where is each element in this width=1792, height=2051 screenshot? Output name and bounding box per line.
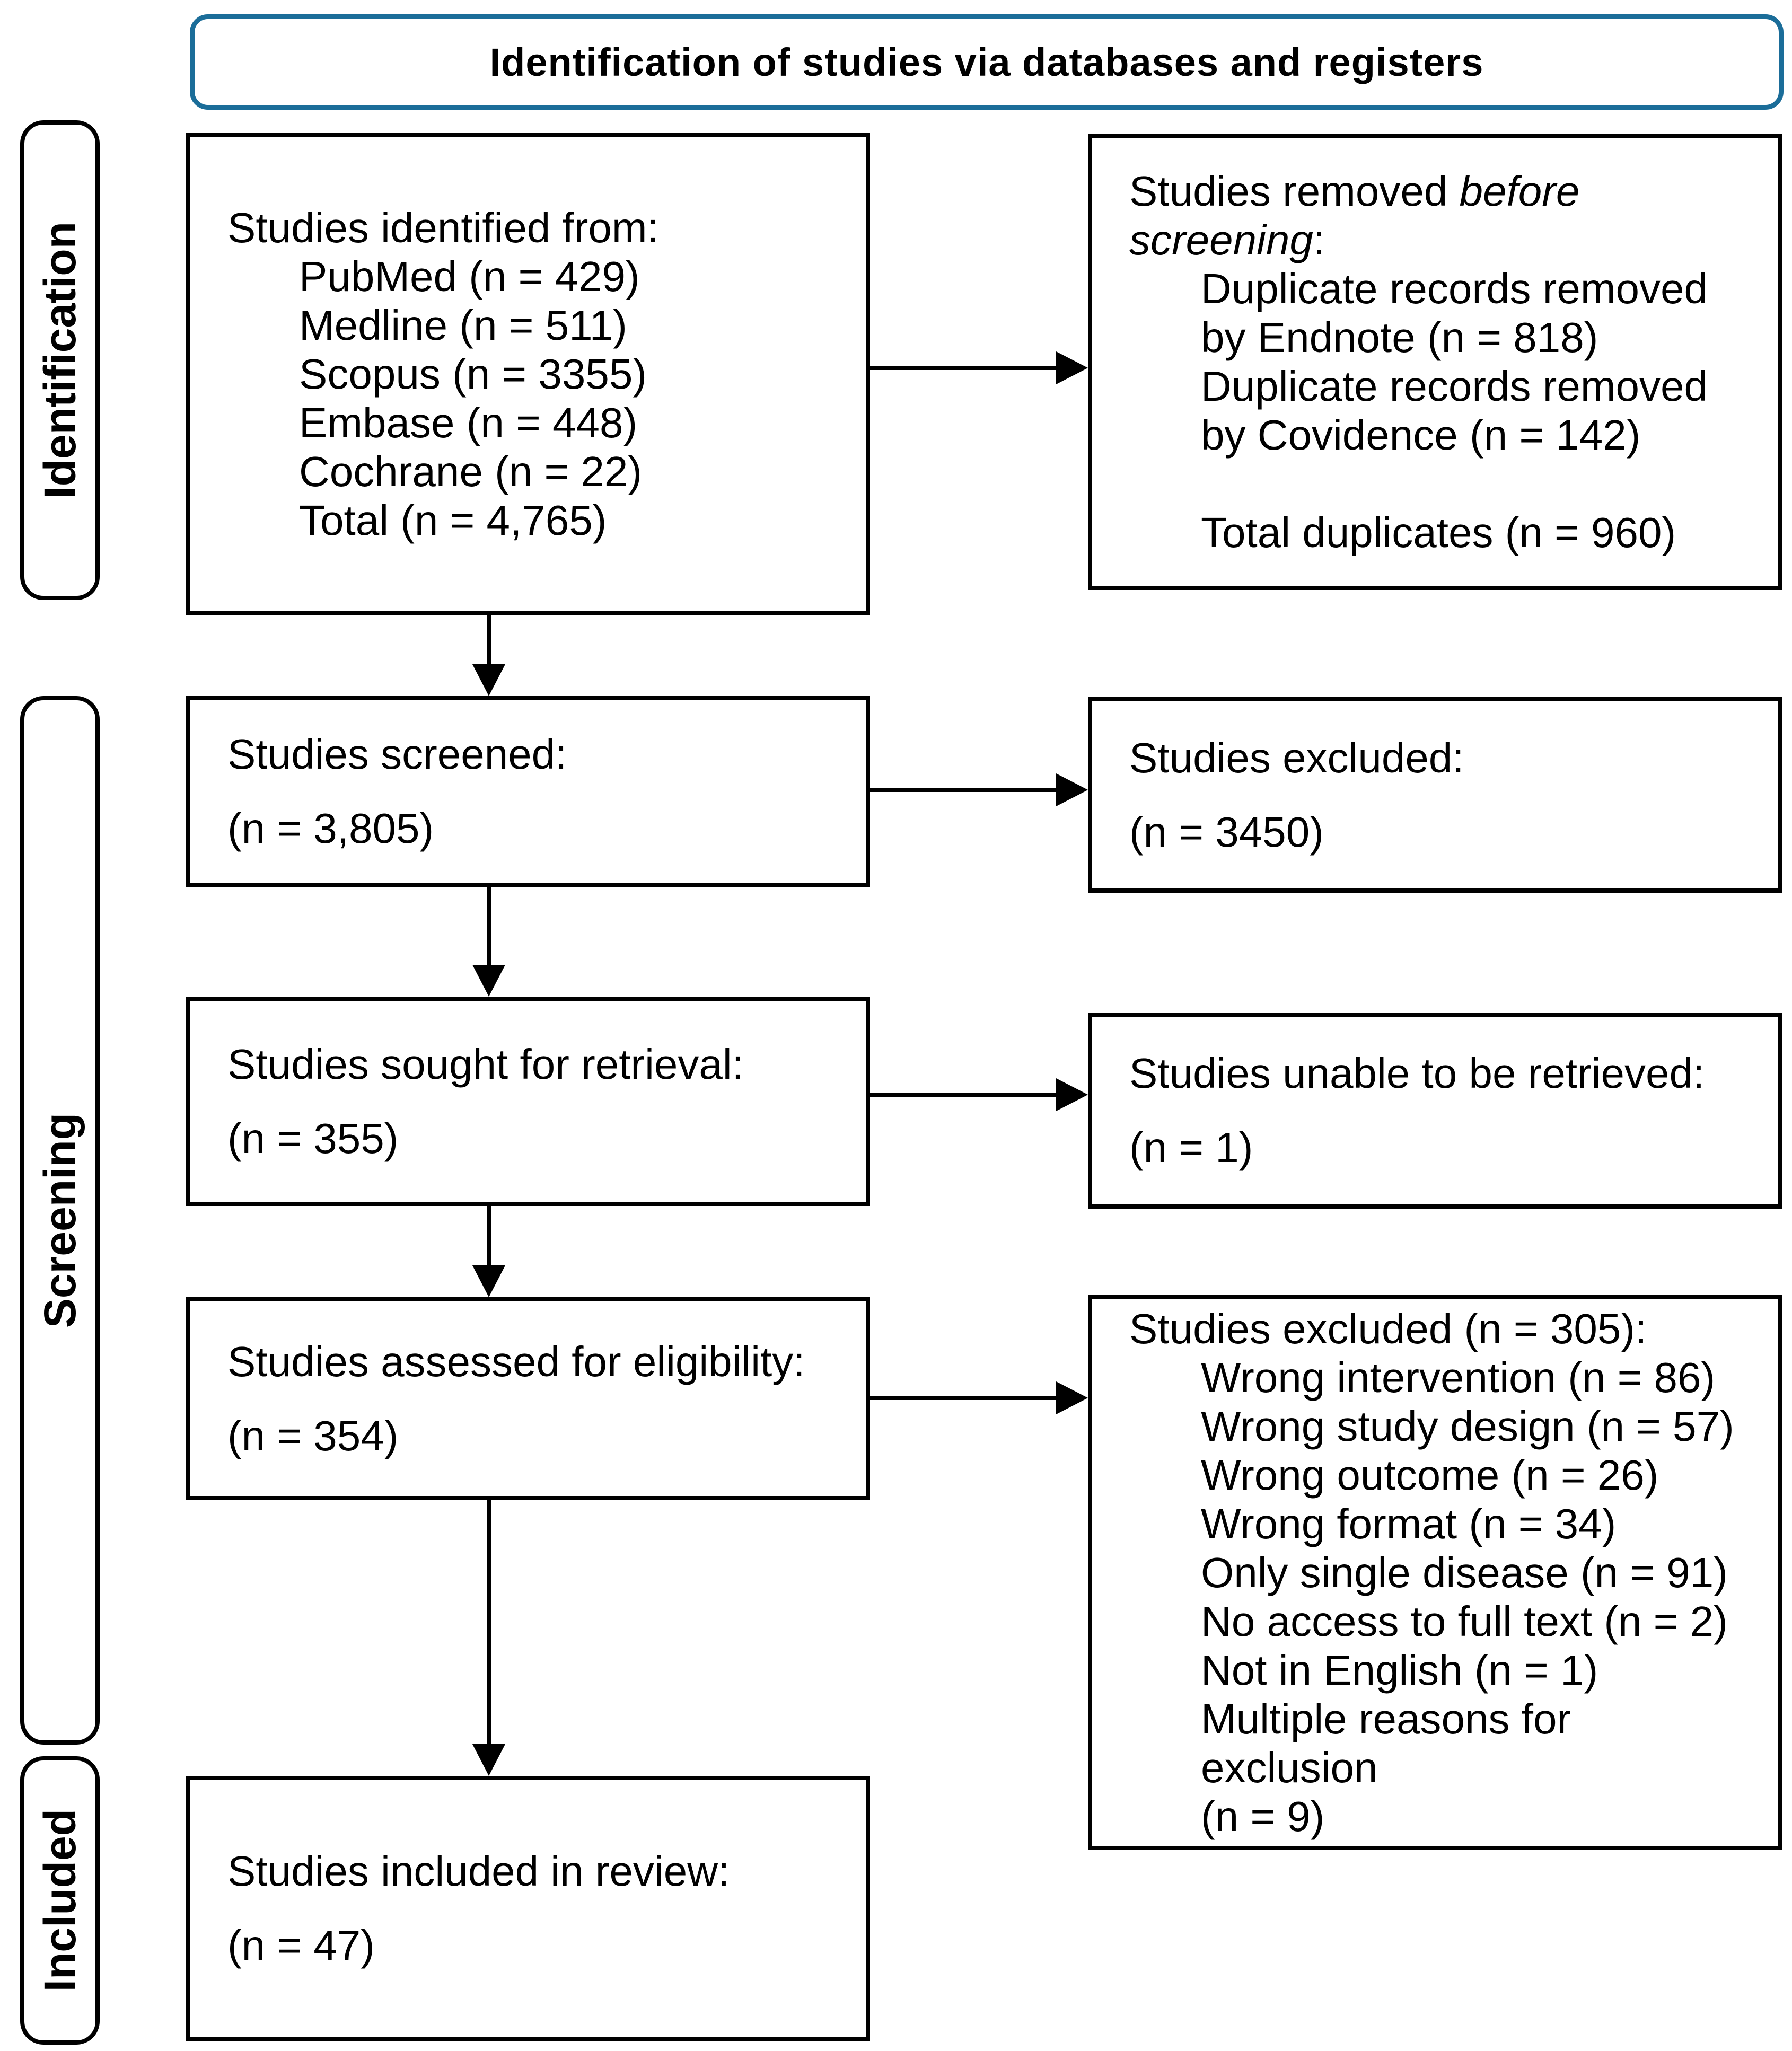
list-item: Wrong outcome (n = 26) <box>1201 1451 1659 1499</box>
box-studies-included: Studies included in review: (n = 47) <box>186 1776 870 2041</box>
box-studies-not-retrieved: Studies unable to be retrieved: (n = 1) <box>1088 1013 1782 1209</box>
arrow-screened-to-excluded <box>870 773 1088 806</box>
diagram-title: Identification of studies via databases … <box>489 40 1484 84</box>
arrow-assessed-to-excluded <box>870 1381 1088 1414</box>
studies-identified-heading: Studies identified from: <box>227 204 659 251</box>
list-item: Medline (n = 511) <box>299 301 627 349</box>
stage-label-identification: Identification <box>20 120 100 600</box>
studies-assessed-count: (n = 354) <box>227 1412 399 1459</box>
studies-included-heading: Studies included in review: <box>227 1847 730 1895</box>
list-item: Wrong format (n = 34) <box>1201 1500 1617 1547</box>
studies-not-retrieved-count: (n = 1) <box>1129 1124 1253 1171</box>
studies-included-count: (n = 47) <box>227 1922 375 1969</box>
stage-label-included: Included <box>20 1756 100 2045</box>
list-item: Duplicate records removed by Covidence (… <box>1201 362 1708 459</box>
arrow-sought-to-not-retrieved <box>870 1078 1088 1111</box>
studies-excluded-eligibility-list: Wrong intervention (n = 86)Wrong study d… <box>1129 1353 1752 1841</box>
stage-label-screening: Screening <box>20 696 100 1745</box>
arrow-sought-to-assessed <box>472 1206 505 1297</box>
arrow-screened-to-sought <box>472 887 505 997</box>
studies-sought-heading: Studies sought for retrieval: <box>227 1040 744 1088</box>
stage-label-included-text: Included <box>34 1809 85 1992</box>
studies-removed-heading-italic: before screening <box>1129 167 1580 263</box>
studies-removed-heading-prefix: Studies removed <box>1129 167 1460 215</box>
list-item: Total duplicates (n = 960) <box>1201 508 1676 556</box>
studies-identified-list: PubMed (n = 429)Medline (n = 511)Scopus … <box>227 252 839 545</box>
studies-removed-list: Duplicate records removed by Endnote (n … <box>1129 265 1752 557</box>
list-item: PubMed (n = 429) <box>299 252 640 300</box>
box-studies-excluded-screening: Studies excluded: (n = 3450) <box>1088 697 1782 893</box>
list-item: Multiple reasons for exclusion (n = 9) <box>1201 1695 1571 1840</box>
studies-sought-count: (n = 355) <box>227 1114 399 1162</box>
studies-excluded-screening-count: (n = 3450) <box>1129 808 1324 856</box>
studies-removed-heading-suffix: : <box>1313 216 1325 263</box>
studies-excluded-screening-heading: Studies excluded: <box>1129 734 1464 781</box>
box-studies-screened: Studies screened: (n = 3,805) <box>186 696 870 887</box>
diagram-title-box: Identification of studies via databases … <box>190 14 1784 110</box>
stage-label-identification-text: Identification <box>34 222 85 499</box>
studies-removed-heading: Studies removed before screening: <box>1129 167 1752 265</box>
arrow-identified-to-removed <box>870 351 1088 384</box>
list-item: Wrong intervention (n = 86) <box>1201 1353 1716 1401</box>
box-studies-identified: Studies identified from: PubMed (n = 429… <box>186 133 870 615</box>
studies-not-retrieved-heading: Studies unable to be retrieved: <box>1129 1050 1705 1097</box>
studies-screened-count: (n = 3,805) <box>227 805 434 852</box>
box-studies-sought: Studies sought for retrieval: (n = 355) <box>186 997 870 1206</box>
list-item: Only single disease (n = 91) <box>1201 1548 1728 1596</box>
list-item: Wrong study design (n = 57) <box>1201 1402 1734 1450</box>
list-item: Not in English (n = 1) <box>1201 1646 1598 1694</box>
list-item: Duplicate records removed by Endnote (n … <box>1201 265 1708 361</box>
box-studies-assessed: Studies assessed for eligibility: (n = 3… <box>186 1297 870 1500</box>
arrow-identified-to-screened <box>472 615 505 696</box>
list-item: Scopus (n = 3355) <box>299 350 647 398</box>
studies-assessed-heading: Studies assessed for eligibility: <box>227 1337 805 1385</box>
stage-label-screening-text: Screening <box>34 1112 85 1328</box>
list-item: Cochrane (n = 22) <box>299 447 643 495</box>
box-studies-removed: Studies removed before screening: Duplic… <box>1088 134 1782 590</box>
studies-screened-heading: Studies screened: <box>227 730 567 778</box>
list-item: Embase (n = 448) <box>299 399 638 446</box>
studies-excluded-eligibility-heading: Studies excluded (n = 305): <box>1129 1305 1647 1352</box>
arrow-assessed-to-included <box>472 1500 505 1776</box>
list-item: Total (n = 4,765) <box>299 496 607 544</box>
list-item: No access to full text (n = 2) <box>1201 1597 1728 1645</box>
box-studies-excluded-eligibility: Studies excluded (n = 305): Wrong interv… <box>1088 1295 1782 1850</box>
